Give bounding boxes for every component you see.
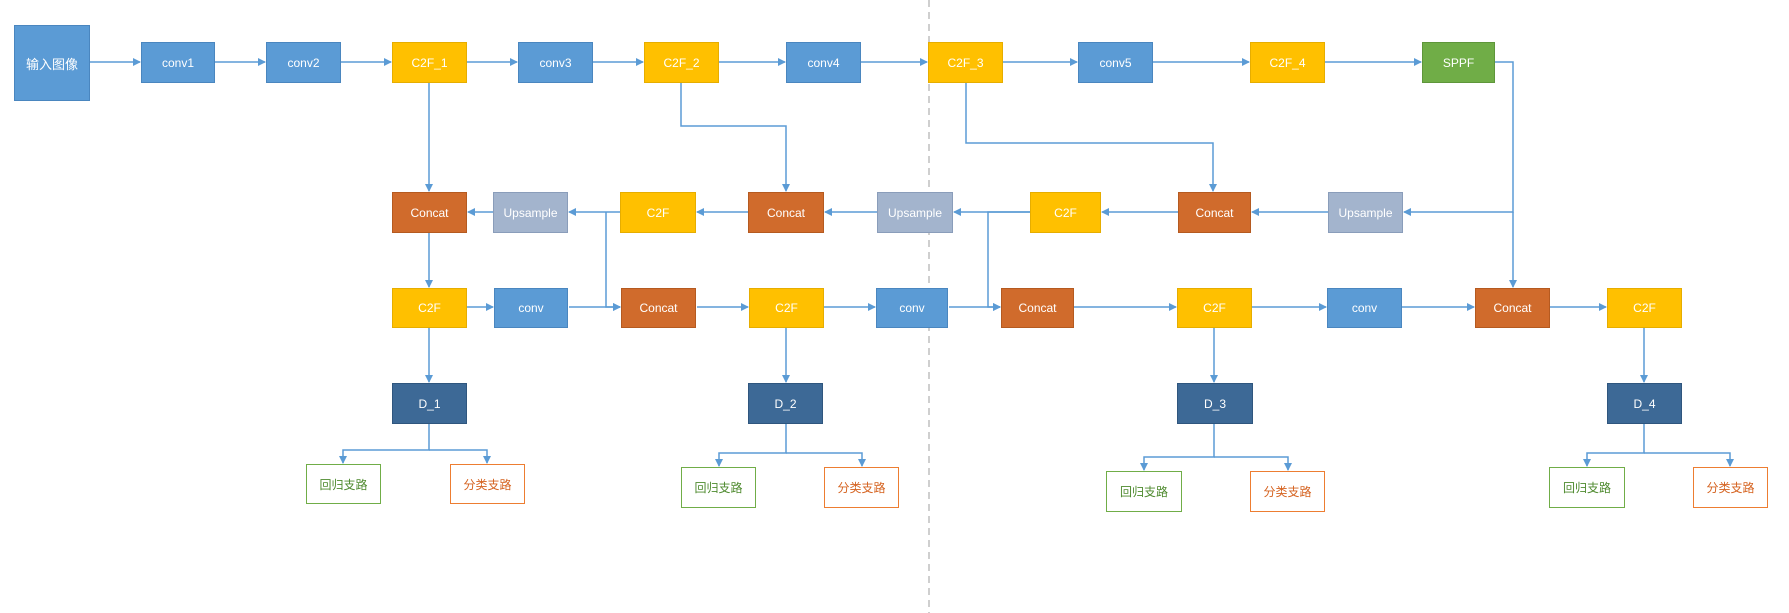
c2f-a-node: C2F — [620, 192, 696, 233]
input-image-node: 输入图像 — [14, 25, 90, 101]
concat-b-node: Concat — [748, 192, 824, 233]
c2f-2-node: C2F_2 — [644, 42, 719, 83]
concat-c-node: Concat — [1178, 192, 1251, 233]
concat-p2-node: Concat — [1001, 288, 1074, 328]
c2f-p4-node: C2F — [1607, 288, 1682, 328]
classification-branch-1: 分类支路 — [450, 464, 525, 504]
c2f-4-node: C2F_4 — [1250, 42, 1325, 83]
upsample-b-node: Upsample — [877, 192, 953, 233]
concat-p3-node: Concat — [1475, 288, 1550, 328]
edge-d2-cls2 — [786, 452, 866, 467]
c2f-p3-node: C2F — [1177, 288, 1252, 328]
edge-sppf-upsample-c — [1403, 61, 1514, 216]
regression-branch-2: 回归支路 — [681, 467, 756, 508]
sppf-node: SPPF — [1422, 42, 1495, 83]
conv2-node: conv2 — [266, 42, 341, 83]
c2f-b-node: C2F — [1030, 192, 1101, 233]
edge-d4-reg4 — [1583, 424, 1645, 467]
edge-d1-cls1 — [429, 449, 491, 464]
c2f-p1-node: C2F — [392, 288, 467, 328]
edge-d4-cls4 — [1644, 452, 1734, 467]
conv4-node: conv4 — [786, 42, 861, 83]
concat-a-node: Concat — [392, 192, 467, 233]
c2f-3-node: C2F_3 — [928, 42, 1003, 83]
edge-c2f2-concat-b — [680, 83, 790, 192]
d2-node: D_2 — [748, 383, 823, 424]
regression-branch-1: 回归支路 — [306, 464, 381, 504]
d3-node: D_3 — [1177, 383, 1253, 424]
c2f-p2-node: C2F — [749, 288, 824, 328]
edge-d3-cls3 — [1214, 456, 1292, 471]
conv-p2-node: conv — [876, 288, 948, 328]
regression-branch-3: 回归支路 — [1106, 471, 1182, 512]
d1-node: D_1 — [392, 383, 467, 424]
conv-p1-node: conv — [494, 288, 568, 328]
concat-p1-node: Concat — [621, 288, 696, 328]
upsample-a-node: Upsample — [493, 192, 568, 233]
classification-branch-3: 分类支路 — [1250, 471, 1325, 512]
classification-branch-4: 分类支路 — [1693, 467, 1768, 508]
conv3-node: conv3 — [518, 42, 593, 83]
classification-branch-2: 分类支路 — [824, 467, 899, 508]
edge-c2f-a-concat-p1 — [605, 212, 621, 311]
d4-node: D_4 — [1607, 383, 1682, 424]
c2f-1-node: C2F_1 — [392, 42, 467, 83]
edge-d2-reg2 — [715, 424, 787, 467]
conv5-node: conv5 — [1078, 42, 1153, 83]
edge-c2f3-concat-c — [965, 83, 1217, 192]
edge-d3-reg3 — [1140, 424, 1215, 471]
conv1-node: conv1 — [141, 42, 215, 83]
upsample-c-node: Upsample — [1328, 192, 1403, 233]
regression-branch-4: 回归支路 — [1549, 467, 1625, 508]
edge-d1-reg1 — [339, 424, 430, 464]
conv-p3-node: conv — [1327, 288, 1402, 328]
